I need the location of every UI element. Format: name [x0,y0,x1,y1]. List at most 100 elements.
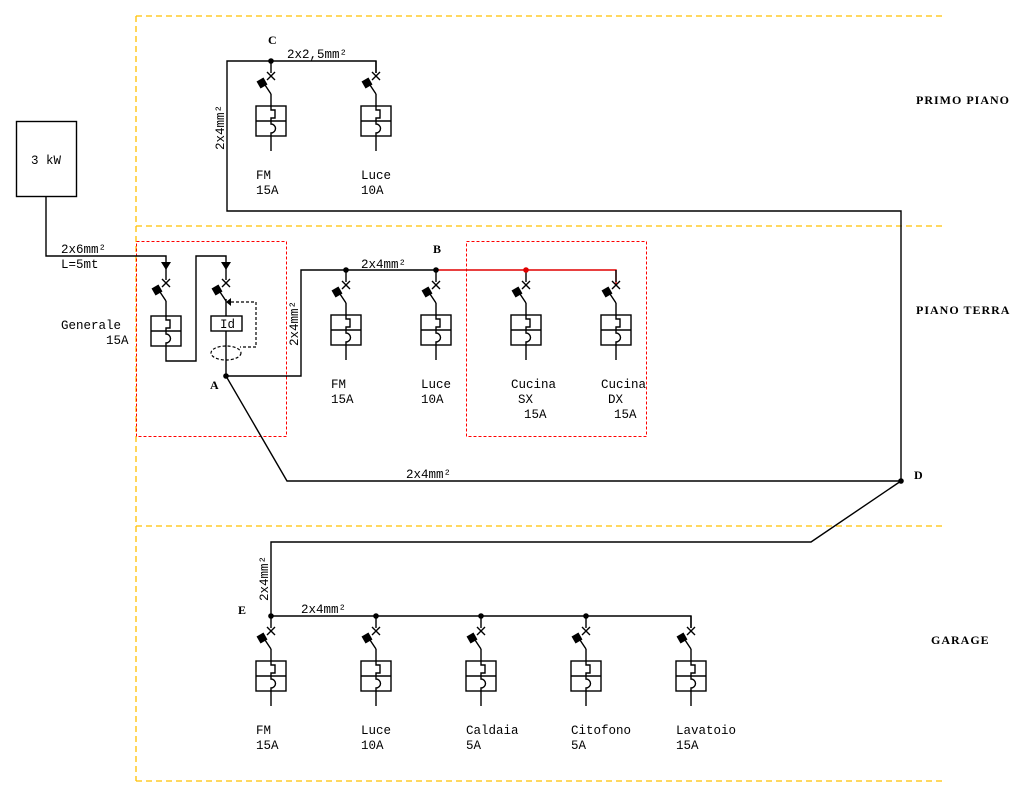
breaker-rating: 15A [524,408,547,422]
contact-x-icon [341,280,351,290]
breaker-name: Luce [361,724,391,738]
junction-dot [523,267,529,273]
junction-dots [223,58,904,619]
arrow-down-icon [221,262,231,270]
breaker-name: Cucina [511,378,557,392]
main-panel-group-box [136,241,287,437]
power-source-label: 3 kW [31,154,62,168]
thermal-magnetic-icon [690,661,697,691]
contact-x-icon [521,280,531,290]
node-label-a: A [210,378,220,392]
junction-dot [898,478,904,484]
contact-x-icon [686,626,696,636]
section-piano-terra: PIANO TERRA [916,303,1010,317]
arrow-down-icon [161,262,171,270]
breaker-sub: SX [518,393,534,407]
thermal-magnetic-icon [480,661,487,691]
breaker-rating: 15A [256,739,279,753]
current-transformer-icon [210,345,242,361]
generale-rating: 15A [106,334,129,348]
thermal-magnetic-icon [270,106,277,136]
floor-boundaries [135,15,942,782]
contact-x-icon [581,626,591,636]
node-label-e: E [238,603,247,617]
kitchen-group-box [466,241,647,437]
contact-x-icon [611,280,621,290]
breaker-name: FM [256,169,271,183]
thermal-magnetic-icon [585,661,592,691]
thermal-magnetic-icon [615,315,622,345]
contact-x-icon [161,278,171,288]
supply-wire [45,196,167,262]
residual-current-device: Id [210,268,257,376]
cable-label-a-vertical: 2x4mm² [288,301,302,346]
breaker-rating: 5A [466,739,482,753]
breaker-name: Cucina [601,378,647,392]
generale-name: Generale [61,319,121,333]
cable-label-a-to-b: 2x4mm² [361,258,406,272]
rcd-label: Id [220,318,235,332]
cable-label-d-to-e: 2x4mm² [258,556,272,601]
node-label-c: C [268,33,278,47]
breaker-rating: 10A [361,739,384,753]
breaker-rating: 15A [256,184,279,198]
junction-dot [433,267,439,273]
breakers: FM15ALuce10AFM15ALuce10ACucinaSX15ACucin… [150,61,736,753]
contact-x-icon [431,280,441,290]
junction-dot [373,613,379,619]
section-garage: GARAGE [931,633,990,647]
thermal-magnetic-icon [270,661,277,691]
cable-label-a-to-d: 2x4mm² [406,468,451,482]
contact-x-icon [221,278,231,288]
breaker-rating: 15A [676,739,699,753]
trip-linkage [231,301,257,348]
contact-x-icon [266,71,276,81]
section-primo-piano: PRIMO PIANO [916,93,1010,107]
thermal-magnetic-icon [345,315,352,345]
thermal-magnetic-icon [435,315,442,345]
node-label-b: B [433,242,442,256]
junction-dot [223,373,229,379]
breaker-name: Citofono [571,724,631,738]
junction-dot [478,613,484,619]
cable-label-a-to-c: 2x4mm² [214,105,228,150]
breaker-name: Caldaia [466,724,519,738]
junction-dot [268,58,274,64]
junction-dot [343,267,349,273]
contact-x-icon [266,626,276,636]
generale-breaker [150,268,182,347]
thermal-magnetic-icon [375,106,382,136]
breaker-rating: 10A [361,184,384,198]
breaker-rating: 5A [571,739,587,753]
contact-x-icon [371,626,381,636]
breaker-name: Luce [361,169,391,183]
breaker-name: FM [256,724,271,738]
supply-cable-label: 2x6mm² [61,243,106,257]
junction-dot [583,613,589,619]
breaker-name: FM [331,378,346,392]
breaker-rating: 15A [331,393,354,407]
breaker-rating: 10A [421,393,444,407]
thermal-magnetic-icon [375,661,382,691]
breaker-rating: 15A [614,408,637,422]
contact-x-icon [371,71,381,81]
breaker-name: Lavatoio [676,724,736,738]
cable-label-e-line: 2x4mm² [301,603,346,617]
cable-label-c-line: 2x2,5mm² [287,48,347,62]
contact-x-icon [476,626,486,636]
supply-length-label: L=5mt [61,258,99,272]
thermal-magnetic-icon [525,315,532,345]
breaker-sub: DX [608,393,624,407]
breaker-name: Luce [421,378,451,392]
